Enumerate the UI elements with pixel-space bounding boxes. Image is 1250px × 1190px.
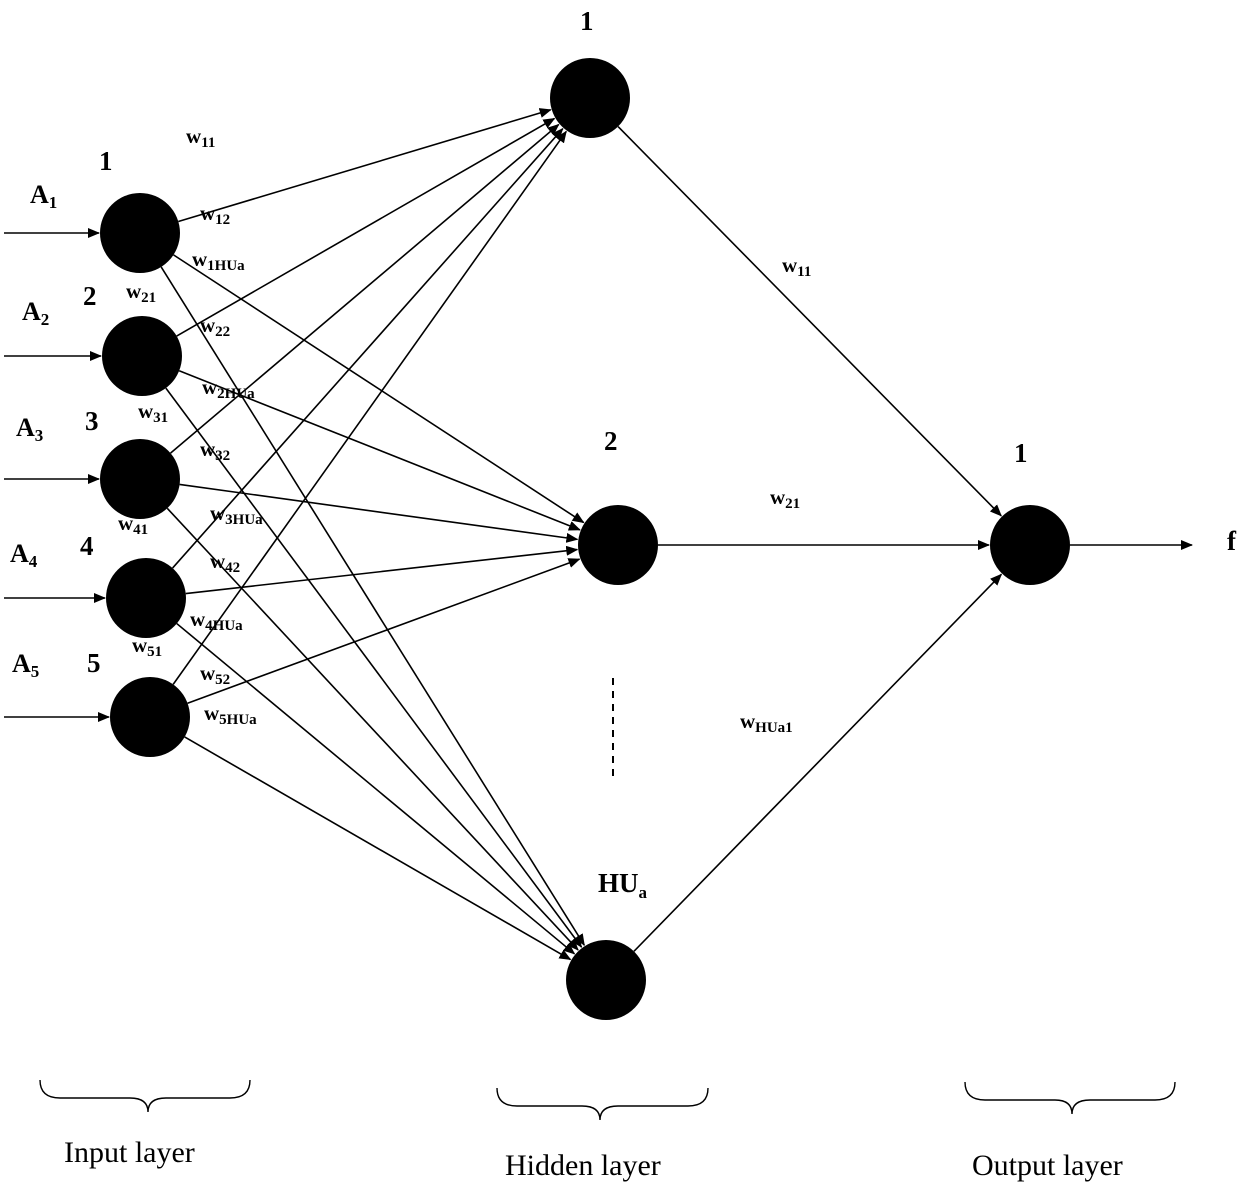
input-node-5 [110,677,190,757]
input-node-3 [100,439,180,519]
edge-input-3-hidden-2 [179,483,579,543]
edge-input-3-hidden-1 [170,123,560,454]
output-index: 1 [1014,438,1028,468]
hidden-node-1 [550,58,630,138]
input-index-4: 4 [80,531,94,561]
input-layer-label: Input layer [64,1136,195,1169]
edge-hidden-3-output [633,573,1003,952]
edge-input-4-hidden-3 [176,622,576,955]
hidden-index-1: 1 [580,6,594,36]
weight-w42: w42 [210,549,240,576]
edge-input-1-hidden-2 [173,254,585,524]
output-node [990,505,1070,585]
weight-out-whua1: wHUa1 [740,709,793,736]
weight-w5hua: w5HUa [204,701,257,728]
hidden-node-hua [566,940,646,1020]
input-index-1: 1 [99,146,113,176]
output-layer-brace [964,1081,1176,1115]
edge-input-5-hidden-3 [184,736,572,961]
hidden-layer-brace [496,1087,709,1121]
hidden-node-2 [578,505,658,585]
weight-w21: w21 [126,279,156,306]
input-node-1 [100,193,180,273]
weight-w52: w52 [200,661,230,688]
edge-input-4-hidden-2 [185,545,579,595]
edge-input-4-hidden-1 [171,127,564,569]
edge-input-2-hidden-3 [165,387,583,948]
weight-out-w21: w21 [770,485,800,512]
hidden-layer-label: Hidden layer [505,1149,661,1182]
weight-w31: w31 [138,399,168,426]
connection-lines [4,108,1193,961]
weight-w4hua: w4HUa [190,607,243,634]
input-label-a5: A5 [12,649,39,681]
output-label-f: f [1227,526,1237,556]
weight-out-w11: w11 [782,253,811,280]
edge-input-2-hidden-2 [178,370,581,531]
input-index-3: 3 [85,406,99,436]
weight-w11: w11 [186,124,215,151]
edge-input-1-hidden-1 [178,108,552,223]
edge-input-2-hidden-1 [176,117,556,337]
weight-w32: w32 [200,437,230,464]
input-node-4 [106,558,186,638]
edge-input-5-hidden-1 [172,130,567,685]
edge-hidden-1-output [617,125,1002,517]
output-layer-label: Output layer [972,1149,1123,1182]
weight-w22: w22 [200,313,230,340]
input-node-2 [102,316,182,396]
weight-w12: w12 [200,201,230,228]
weight-w3hua: w3HUa [210,501,263,528]
weight-w1hua: w1HUa [192,247,245,274]
edge-input-3-hidden-3 [166,507,579,951]
input-label-a1: A1 [30,180,57,212]
input-label-a4: A4 [10,539,38,571]
hidden-index-2: 2 [604,426,618,456]
weight-w51: w51 [132,633,162,660]
hidden-index-hua: HUa [598,868,648,902]
edge-input-1-hidden-3 [160,266,585,947]
input-layer-brace [39,1079,251,1113]
input-label-a3: A3 [16,413,43,445]
input-index-2: 2 [83,281,97,311]
weight-w41: w41 [118,511,148,538]
input-label-a2: A2 [22,297,49,329]
edge-input-5-hidden-2 [187,558,581,704]
input-index-5: 5 [87,648,101,678]
weight-w2hua: w2HUa [202,375,255,402]
